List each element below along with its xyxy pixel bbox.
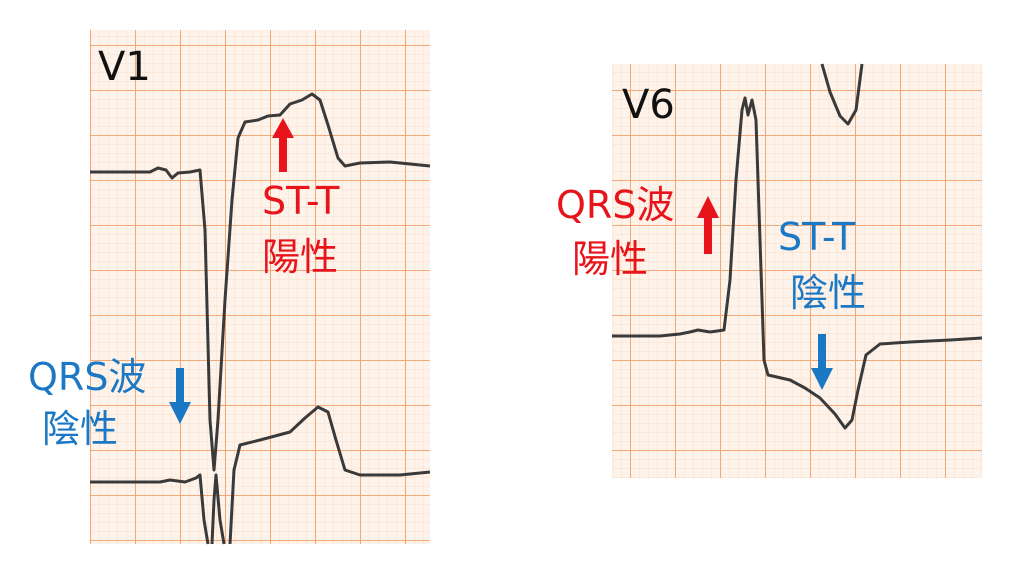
v6-main-trace (612, 96, 983, 430)
v6-qrs-positive-annotation: QRS波 陽性 (556, 183, 719, 281)
v6-st-t-negative-annotation: ST-T 陰性 (778, 215, 866, 390)
v1-st-t-positive-annotation: ST-T 陽性 (262, 118, 340, 279)
arrow-up-icon (272, 118, 294, 172)
v6-upper-trace (820, 63, 864, 126)
v1-grid (90, 30, 430, 544)
v6-qrs-label: QRS波 (556, 183, 674, 227)
v1-qrs-label: QRS波 (28, 355, 146, 399)
v6-st-t-polarity: 陰性 (790, 271, 866, 315)
v1-qrs-negative-annotation: QRS波 陰性 (28, 355, 191, 451)
v1-panel: V1 ST-T 陽性 QRS波 陰性 (28, 30, 431, 545)
v6-grid (612, 64, 982, 478)
v6-lead-label: V6 (622, 82, 675, 128)
v6-st-t-label: ST-T (778, 215, 856, 259)
v1-lead-label: V1 (98, 44, 151, 90)
arrow-down-icon (811, 334, 833, 390)
v1-st-t-polarity: 陽性 (262, 235, 338, 279)
v1-upper-trace (90, 92, 431, 472)
v6-panel: V6 QRS波 陽性 ST-T 陰性 (556, 63, 983, 478)
arrow-up-icon (697, 196, 719, 254)
v1-qrs-polarity: 陰性 (42, 407, 118, 451)
arrow-down-icon (169, 368, 191, 424)
v1-lower-trace (90, 405, 431, 545)
v1-st-t-label: ST-T (262, 179, 340, 223)
v6-qrs-polarity: 陽性 (572, 237, 648, 281)
